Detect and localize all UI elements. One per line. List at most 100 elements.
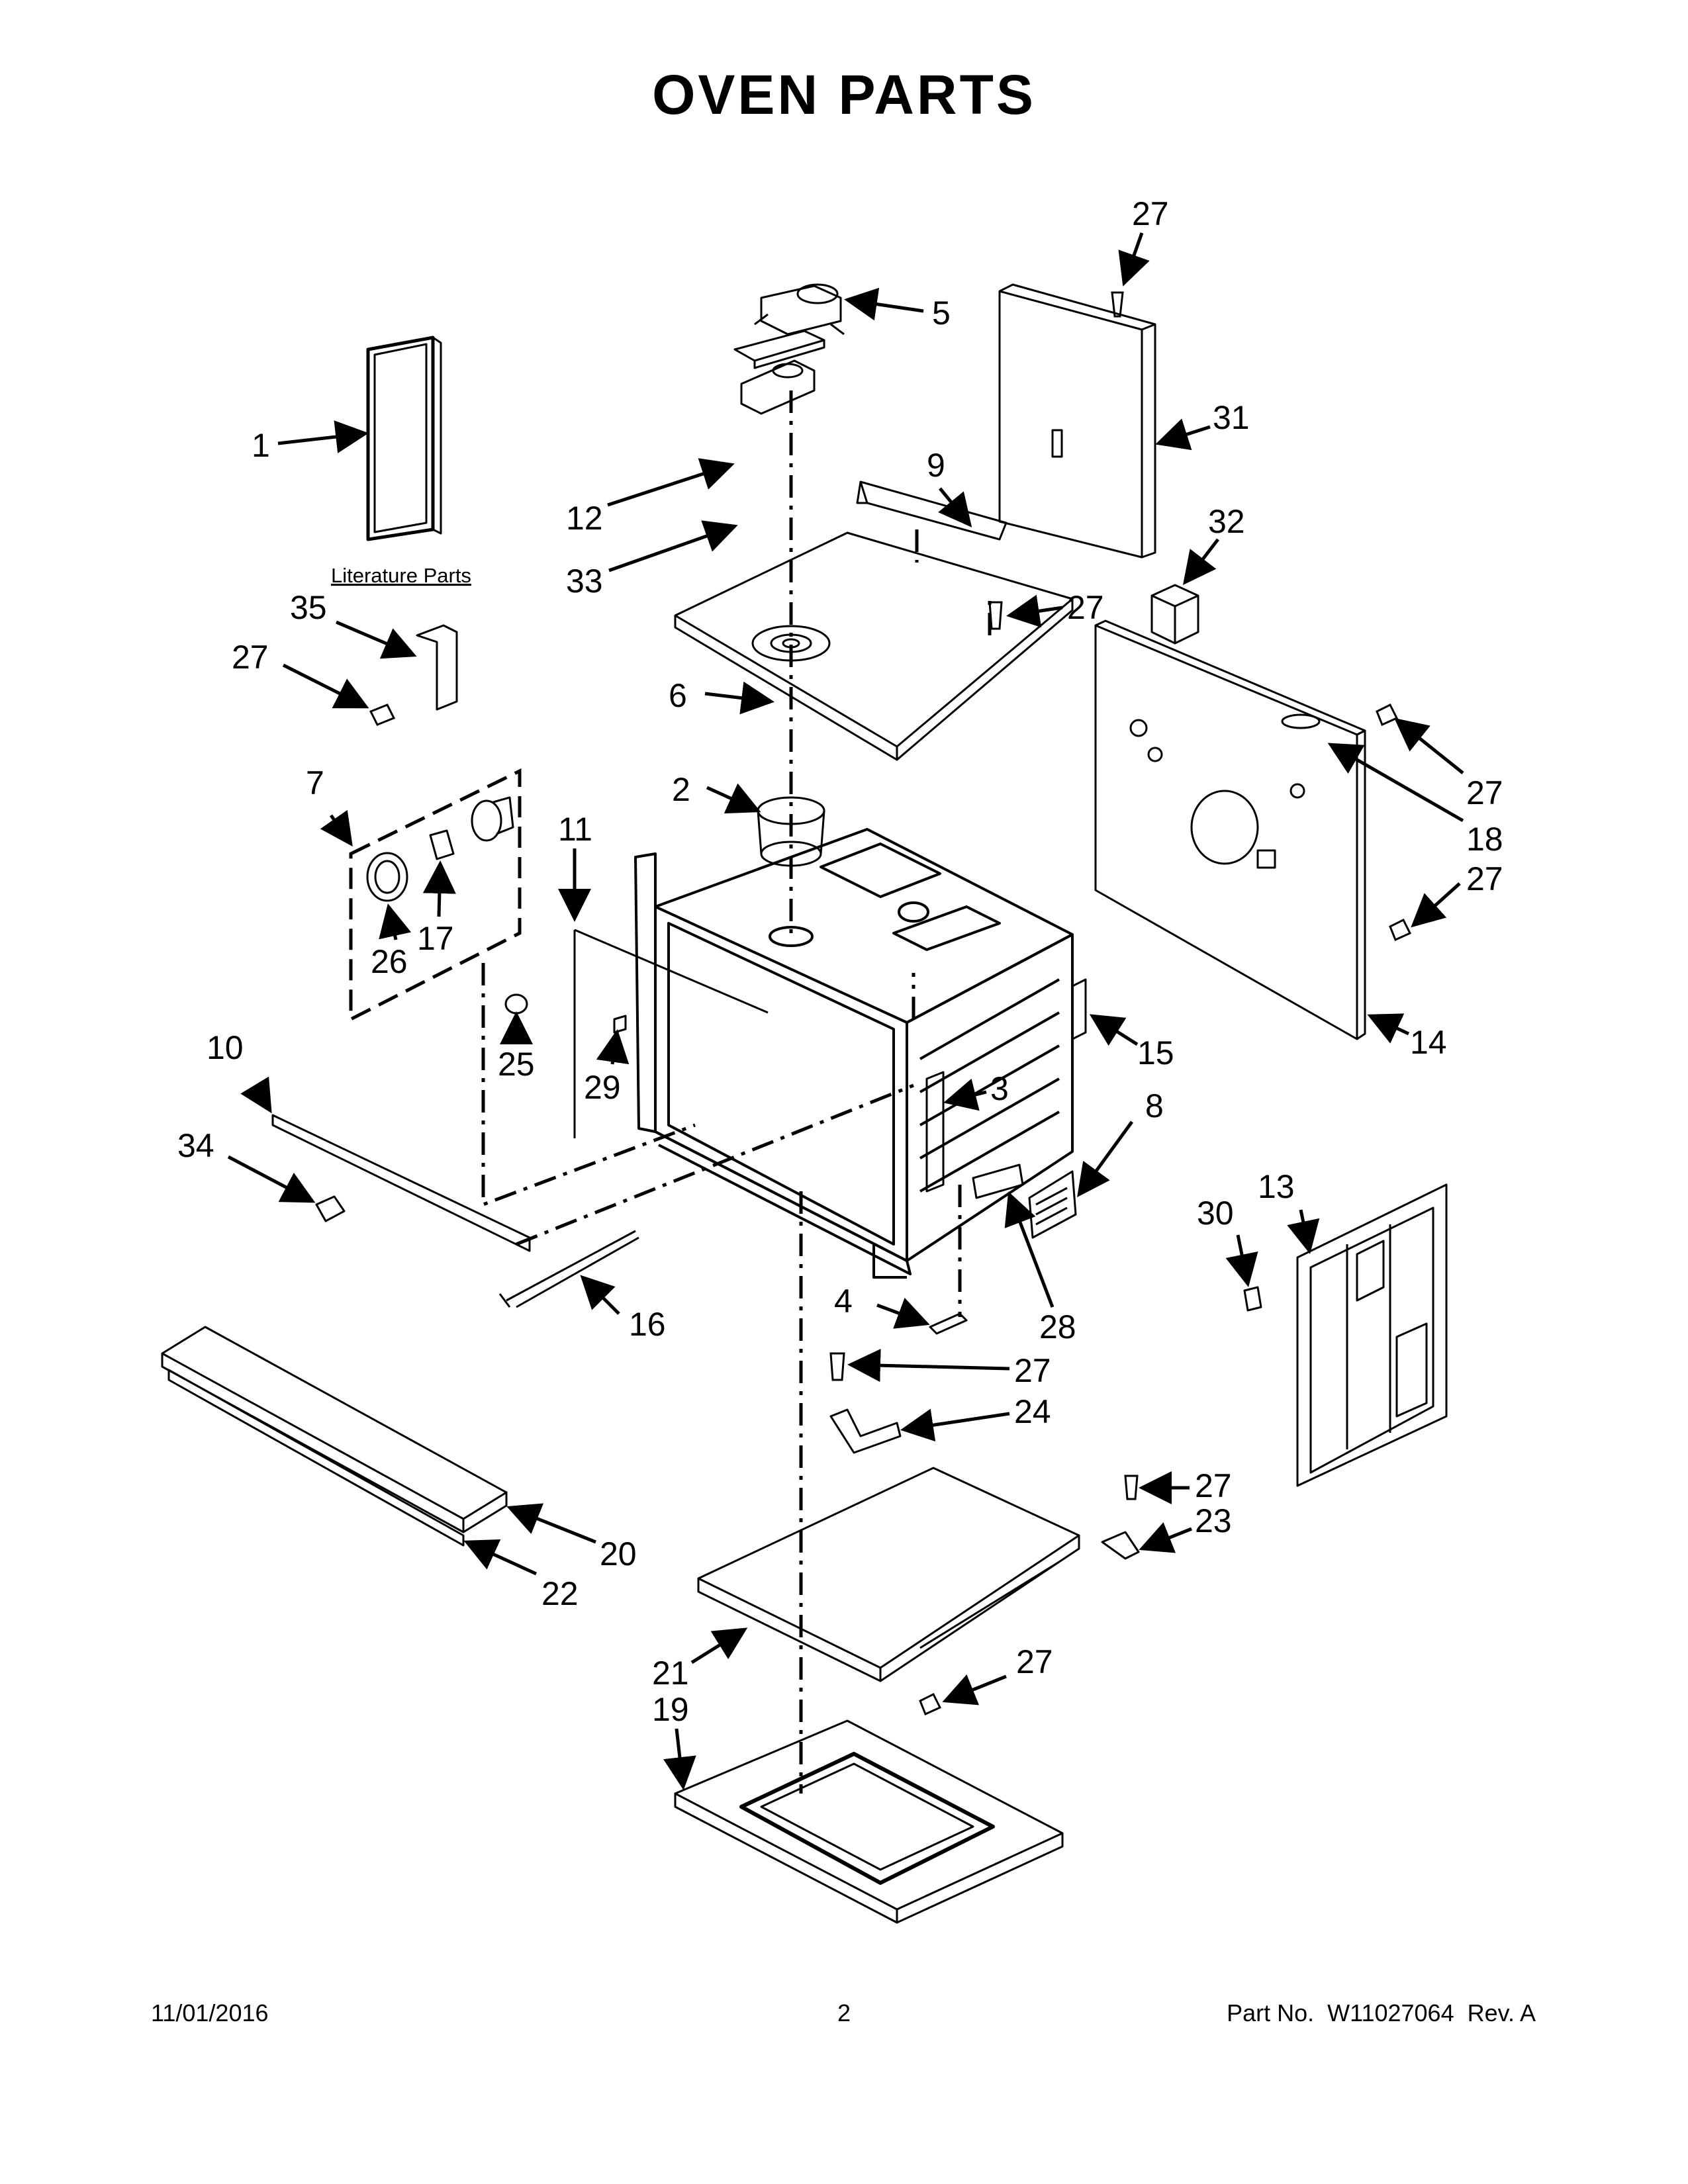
callout-30: 30 [1197, 1195, 1234, 1232]
convection-motor [754, 283, 845, 336]
leader-15 [1089, 1014, 1139, 1046]
leader-4 [876, 1297, 930, 1329]
callout-28: 28 [1039, 1308, 1076, 1345]
callout-18: 18 [1466, 821, 1503, 858]
leader-32 [1182, 538, 1219, 585]
leader-12 [607, 458, 735, 507]
leader-29 [596, 1029, 630, 1065]
callout-19: 19 [652, 1691, 689, 1728]
leader-1 [277, 420, 369, 453]
bracket-4 [929, 1312, 968, 1335]
group-7-dashed-box [349, 768, 522, 1023]
callout-5: 5 [932, 295, 951, 332]
sensor-16 [498, 1230, 639, 1308]
leader-27-g [942, 1674, 1007, 1706]
callout-27: 27 [1016, 1643, 1053, 1680]
leader-3 [943, 1078, 987, 1111]
callout-21: 21 [652, 1655, 689, 1692]
screw-27-f [1124, 1475, 1139, 1500]
leader-26 [379, 903, 412, 940]
leader-34 [227, 1155, 316, 1203]
bottom-inner-19 [674, 1719, 1064, 1924]
bracket-35 [416, 624, 458, 711]
leader-33 [608, 520, 738, 572]
screw-27-c [1376, 703, 1399, 727]
leader-16 [580, 1275, 620, 1315]
leader-35 [336, 620, 417, 659]
callout-34: 34 [177, 1127, 214, 1164]
page-title: OVEN PARTS [652, 64, 1036, 126]
connector-28 [972, 1163, 1024, 1199]
footer-date: 11/01/2016 [151, 1999, 269, 2026]
bracket-33 [740, 359, 816, 415]
callout-10: 10 [207, 1029, 244, 1066]
callout-17: 17 [417, 920, 454, 957]
revision: Rev. A [1467, 1999, 1536, 2026]
wire-11 [573, 929, 769, 1138]
leader-6 [704, 681, 774, 715]
callout-7: 7 [306, 764, 324, 801]
leader-17 [422, 860, 456, 917]
literature-parts-label: Literature Parts [331, 564, 471, 587]
callout-9: 9 [927, 447, 945, 484]
leader-18 [1327, 743, 1464, 823]
leader-8 [1077, 1120, 1134, 1198]
leader-2 [706, 783, 761, 814]
screw-27-e [829, 1352, 845, 1381]
channel-20 [161, 1326, 508, 1533]
callout-27: 27 [232, 639, 269, 676]
callout-27: 27 [1132, 195, 1169, 232]
leader-13 [1287, 1209, 1320, 1254]
callout-33: 33 [566, 563, 603, 600]
callout-13: 13 [1258, 1168, 1295, 1205]
literature-booklet [366, 336, 442, 541]
channel-9 [856, 480, 1008, 541]
panel-31 [998, 283, 1156, 559]
callout-16: 16 [629, 1306, 666, 1343]
screw-27-a [988, 601, 1003, 630]
screw-27-d [1389, 918, 1412, 942]
callout-15: 15 [1137, 1034, 1174, 1071]
guide-line-2 [481, 963, 696, 1207]
leader-27-b [282, 663, 369, 709]
leader-19 [663, 1728, 696, 1790]
callout-27: 27 [1067, 589, 1104, 626]
callout-6: 6 [669, 677, 687, 714]
leader-14 [1367, 1013, 1410, 1044]
screw-27-top [1111, 291, 1124, 318]
callout-2: 2 [672, 771, 690, 808]
cover-8 [1028, 1170, 1077, 1239]
leader-27-c [1394, 717, 1464, 774]
rear-panel-14 [1094, 619, 1366, 1040]
callout-35: 35 [290, 589, 327, 626]
leader-28 [1004, 1191, 1055, 1308]
screw-27-g [919, 1692, 942, 1716]
part-number-label: Part No. [1227, 1999, 1315, 2026]
leader-30 [1225, 1234, 1258, 1287]
bracket-24 [829, 1408, 902, 1454]
footer-page-number: 2 [837, 1999, 851, 2026]
callout-11: 11 [558, 811, 592, 848]
leader-31 [1155, 418, 1211, 451]
callout-3: 3 [990, 1070, 1009, 1107]
callout-4: 4 [834, 1283, 853, 1320]
side-panel-13 [1296, 1183, 1448, 1487]
callout-29: 29 [584, 1069, 621, 1106]
callout-25: 25 [498, 1046, 535, 1083]
rail-10 [271, 1114, 531, 1252]
callout-12: 12 [566, 500, 603, 537]
leader-27-a [1006, 594, 1063, 628]
guide-line-3 [516, 1083, 914, 1246]
leader-27-e [847, 1349, 1010, 1383]
leader-27-d [1411, 882, 1461, 928]
leader-24 [900, 1408, 1010, 1442]
gasket-18 [1281, 713, 1321, 729]
bracket-23 [1101, 1531, 1140, 1560]
callout-27: 27 [1466, 860, 1503, 897]
leader-27-top [1118, 232, 1150, 287]
callout-22: 22 [541, 1575, 579, 1612]
element-3 [925, 1071, 945, 1193]
screw-29 [613, 1015, 627, 1034]
